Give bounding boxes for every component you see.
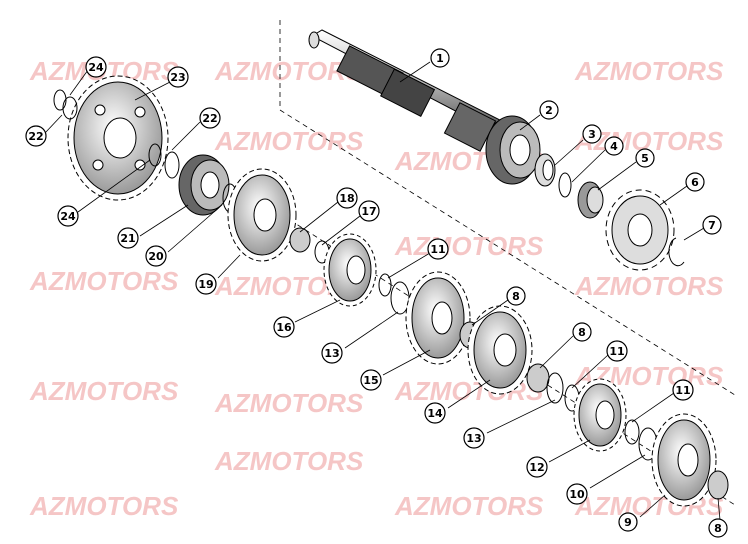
svg-text:8: 8 [714,522,722,535]
svg-text:13: 13 [324,347,339,360]
svg-text:1: 1 [436,52,444,65]
end-bushing [707,470,729,500]
gear-19 [227,168,297,262]
svg-text:21: 21 [120,232,135,245]
callout-17: 17 [358,200,380,222]
svg-text:2: 2 [545,104,553,117]
callout-12: 12 [526,456,548,478]
large-gear [67,75,169,201]
svg-text:6: 6 [691,176,699,189]
callout-14: 14 [424,402,446,424]
watermark: AZMOTORS [394,231,544,261]
callout-8c: 8 [708,518,728,538]
svg-text:24: 24 [88,61,104,74]
callout-10: 10 [566,483,588,505]
svg-text:8: 8 [578,326,586,339]
gear-16 [323,233,377,307]
svg-text:15: 15 [363,374,378,387]
svg-text:8: 8 [512,290,520,303]
svg-text:11: 11 [675,384,690,397]
svg-text:11: 11 [430,243,445,256]
watermark: AZMOTORS [574,56,724,86]
circlip-set-a [378,273,410,315]
svg-text:12: 12 [529,461,544,474]
callout-21: 21 [117,227,139,249]
svg-text:7: 7 [708,219,716,232]
callout-7: 7 [702,215,722,235]
circlip-set-b [526,363,580,412]
svg-text:4: 4 [610,140,618,153]
callout-13b: 13 [463,427,485,449]
watermark: AZMOTORS [394,491,544,521]
svg-text:17: 17 [361,205,376,218]
callout-11b: 11 [606,340,628,362]
callout-6: 6 [685,172,705,192]
small-clips [53,89,180,179]
gear-9 [651,413,717,507]
svg-text:13: 13 [466,432,481,445]
callout-11c: 11 [672,379,694,401]
callout-24a: 24 [85,56,107,78]
main-shaft [308,29,501,152]
svg-text:11: 11 [609,345,624,358]
bushing-pair [289,227,330,264]
callout-23: 23 [167,66,189,88]
watermark: AZMOTORS [29,491,179,521]
svg-text:19: 19 [198,278,213,291]
callout-4: 4 [604,136,624,156]
svg-text:22: 22 [28,130,43,143]
svg-text:23: 23 [170,71,185,84]
gear-12 [573,378,627,452]
svg-text:10: 10 [569,488,585,501]
callout-5: 5 [635,148,655,168]
callout-13a: 13 [321,342,343,364]
watermark: AZMOTORS [214,126,364,156]
svg-text:16: 16 [276,321,292,334]
watermark: AZMOTORS [574,271,724,301]
callout-19: 19 [195,273,217,295]
bearing [485,115,541,185]
svg-text:3: 3 [588,128,596,141]
svg-text:24: 24 [60,210,76,223]
callout-15: 15 [360,369,382,391]
callout-3: 3 [582,124,602,144]
callout-22a: 22 [199,107,221,129]
callout-9: 9 [618,512,638,532]
callout-20: 20 [145,245,167,267]
watermarks: AZMOTORS AZMOTORS AZMOTORS AZMOTORS AZMO… [29,56,724,521]
callouts: 1 2 3 4 5 6 7 8 8 8 9 10 11 11 11 12 13 … [25,48,728,538]
callout-18: 18 [336,187,358,209]
svg-text:20: 20 [148,250,164,263]
watermark: AZMOTORS [214,446,364,476]
watermark: AZMOTORS [29,376,179,406]
sprocket [605,189,675,271]
svg-text:22: 22 [202,112,217,125]
gear-14 [467,305,533,395]
svg-text:14: 14 [427,407,443,420]
gear-15 [405,271,471,365]
leader-lines [44,61,721,521]
svg-text:5: 5 [641,152,649,165]
callout-8b: 8 [572,322,592,342]
seal-and-spacers [534,153,604,219]
watermark: AZMOTORS [29,266,179,296]
svg-text:18: 18 [339,192,354,205]
callout-1: 1 [430,48,450,68]
watermark: AZMOTORS [214,388,364,418]
circlip [668,237,685,267]
callout-11a: 11 [427,238,449,260]
callout-24b: 24 [57,205,79,227]
left-bearing [178,154,238,216]
callout-16: 16 [273,316,295,338]
callout-2: 2 [539,100,559,120]
callout-8a: 8 [506,286,526,306]
callout-22b: 22 [25,125,47,147]
svg-text:9: 9 [624,516,632,529]
